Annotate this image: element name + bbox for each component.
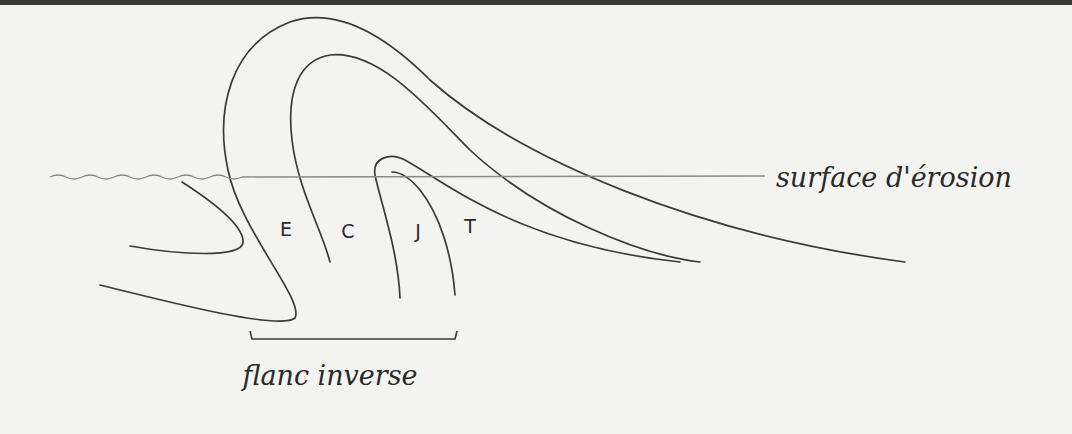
layer-boundary — [375, 156, 680, 298]
layer-boundary — [130, 182, 243, 254]
layer-letter: T — [464, 216, 476, 237]
photo-strip — [0, 0, 1072, 5]
layer-letter: E — [280, 219, 292, 240]
layer-letter: C — [341, 221, 354, 242]
layer-boundary — [392, 172, 455, 295]
bracket-label: flanc inverse — [242, 361, 417, 391]
bracket — [250, 331, 457, 339]
layer-letter: J — [415, 221, 421, 242]
layer-boundary — [291, 55, 700, 262]
erosion-surface — [50, 175, 765, 179]
surface-label: surface d'érosion — [776, 163, 1012, 193]
